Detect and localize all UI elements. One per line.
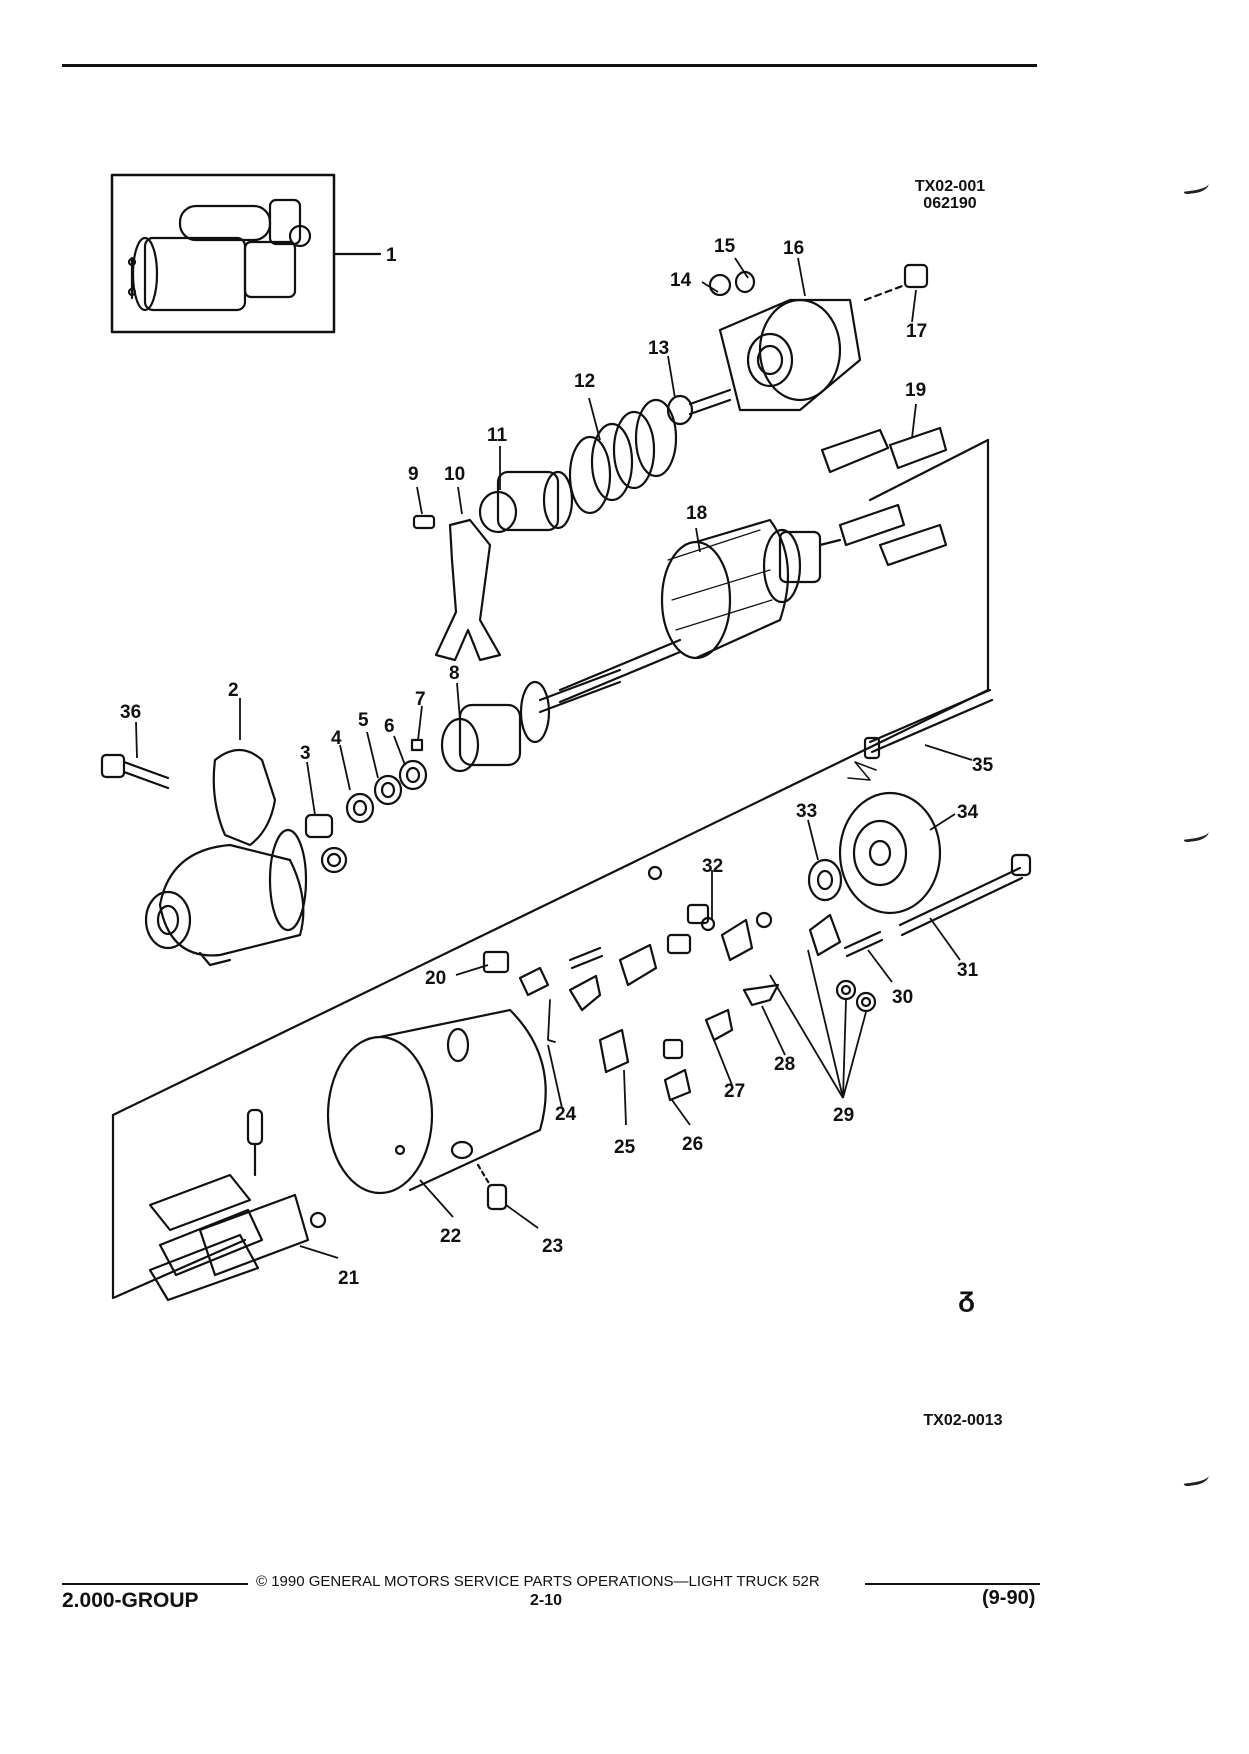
- drawing-date: 062190: [923, 195, 977, 212]
- footer-copyright: © 1990 GENERAL MOTORS SERVICE PARTS OPER…: [256, 1573, 820, 1590]
- callout-8: 8: [449, 663, 460, 684]
- callout-19: 19: [905, 380, 927, 401]
- field-frame: [326, 1008, 547, 1195]
- callout-22: 22: [440, 1226, 462, 1247]
- callout-3: 3: [300, 743, 311, 764]
- callout-10: 10: [444, 464, 466, 485]
- callout-33: 33: [796, 801, 818, 822]
- figure-code: TX02-0013: [923, 1412, 1003, 1429]
- callout-30: 30: [892, 987, 914, 1008]
- callout-9: 9: [408, 464, 419, 485]
- callout-6: 6: [384, 716, 395, 737]
- footer-revision: (9-90): [982, 1587, 1036, 1609]
- callout-13: 13: [648, 338, 670, 359]
- footer-page: 2-10: [530, 1592, 563, 1609]
- callout-18: 18: [686, 503, 708, 524]
- callout-32: 32: [702, 856, 724, 877]
- callout-5: 5: [358, 710, 369, 731]
- callout-15: 15: [714, 236, 736, 257]
- callout-24: 24: [555, 1104, 577, 1125]
- callout-21: 21: [338, 1268, 360, 1289]
- callout-17: 17: [906, 321, 928, 342]
- callout-14: 14: [670, 270, 692, 291]
- callout-16: 16: [783, 238, 805, 259]
- drawing-id: TX02-001: [914, 178, 986, 195]
- footer-rule-right: [865, 1583, 1040, 1585]
- drive-end-housing: [144, 748, 308, 967]
- callout-4: 4: [331, 728, 342, 749]
- header-rule: [62, 64, 1037, 67]
- callout-20: 20: [425, 968, 447, 989]
- callout-7: 7: [415, 689, 426, 710]
- drive-assembly: [440, 668, 622, 773]
- callout-1: 1: [386, 245, 397, 266]
- callout-36: 36: [120, 702, 142, 723]
- callout-35: 35: [972, 755, 994, 776]
- armature: [558, 518, 842, 704]
- assembled-starter-drawing: [127, 198, 312, 312]
- callout-29: 29: [833, 1105, 855, 1126]
- gm-parts-symbol: ᵹ: [958, 1280, 976, 1313]
- callout-23: 23: [542, 1236, 564, 1257]
- callout-11: 11: [487, 425, 508, 446]
- field-coils: [148, 1108, 327, 1302]
- callout-2: 2: [228, 680, 239, 701]
- callout-28: 28: [774, 1054, 796, 1075]
- callout-26: 26: [682, 1134, 704, 1155]
- footer-group: 2.000-GROUP: [62, 1589, 199, 1612]
- footer-rule-left: [62, 1583, 248, 1585]
- callout-34: 34: [957, 802, 979, 823]
- callout-27: 27: [724, 1081, 746, 1102]
- callout-12: 12: [574, 371, 596, 392]
- callout-31: 31: [957, 960, 979, 981]
- callout-25: 25: [614, 1137, 636, 1158]
